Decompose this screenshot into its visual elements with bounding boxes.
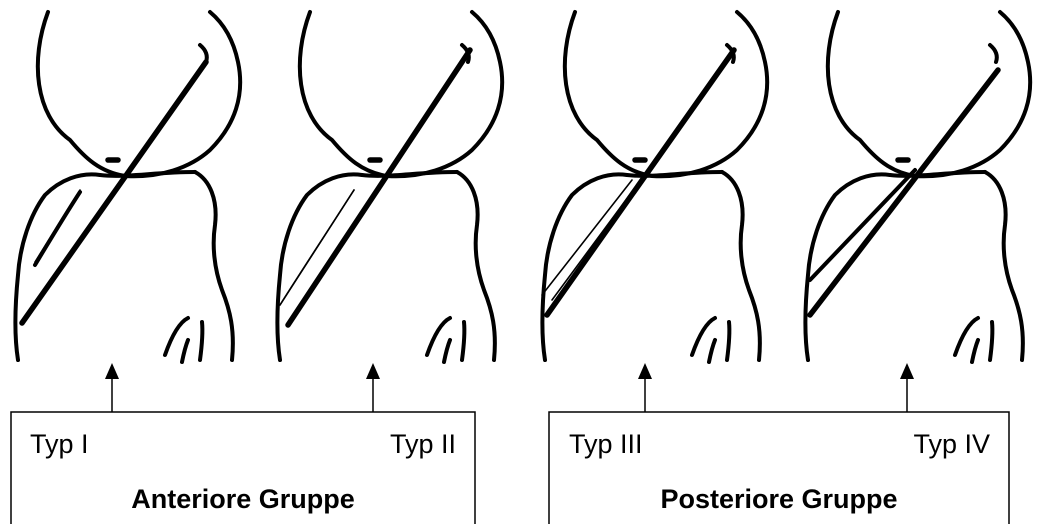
type-iv-label: Typ IV bbox=[913, 429, 990, 459]
arrow-type-iv bbox=[900, 363, 914, 412]
knee-type-iv bbox=[805, 12, 1030, 362]
posterior-group-box: Typ III Typ IV Posteriore Gruppe bbox=[549, 412, 1009, 524]
anterior-group-title: Anteriore Gruppe bbox=[131, 484, 355, 514]
arrow-type-iii bbox=[638, 363, 652, 412]
posterior-group-title: Posteriore Gruppe bbox=[660, 484, 897, 514]
type-i-label: Typ I bbox=[30, 429, 89, 459]
knee-type-ii bbox=[277, 12, 502, 362]
knee-type-iii bbox=[542, 12, 767, 362]
type-iii-label: Typ III bbox=[569, 429, 643, 459]
anterior-group-box: Typ I Typ II Anteriore Gruppe bbox=[11, 412, 475, 524]
arrow-type-i bbox=[105, 363, 119, 412]
arrow-type-ii bbox=[366, 363, 380, 412]
knee-type-i bbox=[15, 12, 240, 362]
type-ii-label: Typ II bbox=[390, 429, 456, 459]
